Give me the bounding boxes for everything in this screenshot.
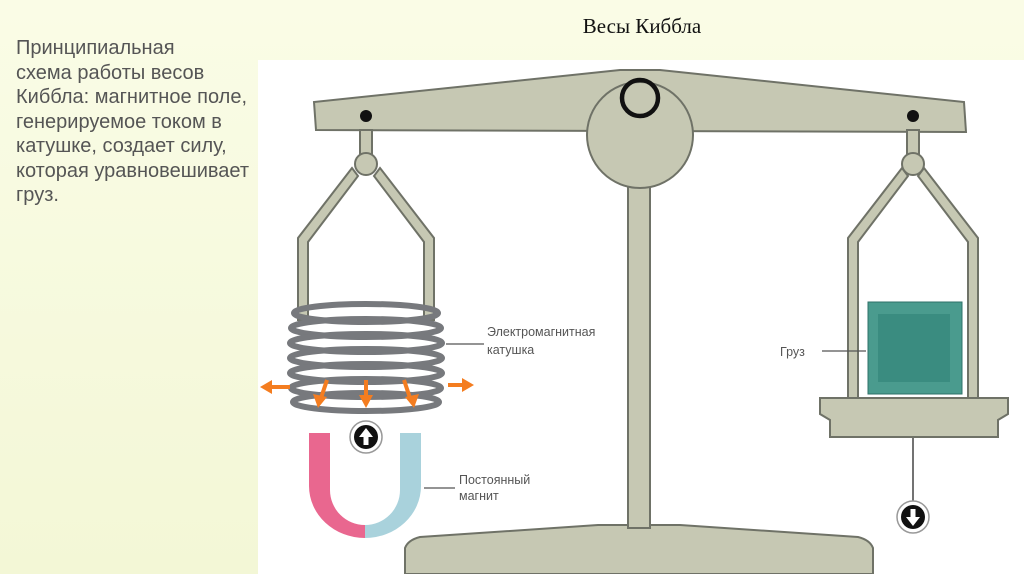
left-hanger [297, 129, 435, 321]
balance-base [404, 524, 874, 574]
left-pin [360, 110, 372, 122]
slide-title: Весы Киббла [582, 14, 702, 38]
weight-label: Груз [780, 345, 805, 359]
magnet-label-line1: Постоянный [459, 473, 530, 487]
coil-label-line2: катушка [487, 343, 534, 357]
force-arrow-icon [260, 378, 474, 408]
arrow-down-icon [896, 500, 930, 534]
magnet-label-line2: магнит [459, 489, 499, 503]
weight-block [867, 301, 963, 395]
caption-text: Принципиальная схема работы весов Киббла… [16, 37, 250, 206]
pivot-ring [619, 77, 661, 119]
balance-column [627, 179, 651, 529]
weight-pan [819, 397, 1009, 438]
right-pin [907, 110, 919, 122]
permanent-magnet [309, 433, 421, 538]
coil-label-line1: Электромагнитная [487, 325, 595, 339]
arrow-up-icon [349, 420, 383, 454]
pivot-disc [586, 81, 694, 189]
